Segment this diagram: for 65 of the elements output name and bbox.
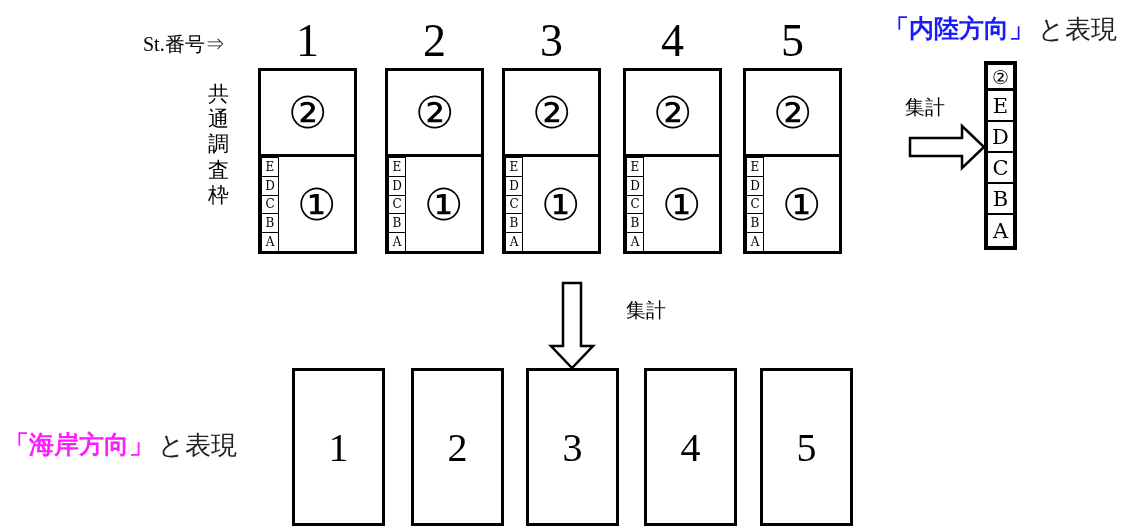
strip-cell: E <box>746 157 764 177</box>
circled-number: ① <box>661 177 702 232</box>
caption-text: と表現 <box>158 429 237 462</box>
station-number: 1 <box>295 15 320 65</box>
aggregate-column <box>984 61 1017 250</box>
block-arrow <box>908 123 986 171</box>
strip-cell: E <box>505 157 523 177</box>
station-number: 3 <box>561 423 584 472</box>
caption-text: と表現 <box>1038 13 1117 46</box>
circled-number: ① <box>423 177 464 232</box>
strip-cell: C <box>505 194 523 215</box>
strip-cell: D <box>505 175 523 196</box>
circled-number: ① <box>781 177 822 232</box>
station-number: 4 <box>679 423 702 472</box>
strip-cell: B <box>505 213 523 234</box>
direction-term: 「内陸方向」 <box>884 13 1034 45</box>
strip-cell: E <box>388 157 406 177</box>
cell-label: A <box>991 217 1010 245</box>
station-number: 2 <box>422 15 447 65</box>
strip-cell: A <box>746 232 764 252</box>
strip-cell: A <box>626 232 644 252</box>
strip-cell: A <box>505 232 523 252</box>
strip-cell: E <box>626 157 644 177</box>
strip-cell: E <box>261 157 279 177</box>
station-number: 1 <box>327 423 350 472</box>
circled-number: ② <box>772 86 813 140</box>
station-box <box>411 368 504 526</box>
station-box <box>644 368 737 526</box>
circled-number: ② <box>414 86 455 140</box>
strip-cell: C <box>261 194 279 215</box>
caption-text: St.番号⇒ <box>143 32 225 57</box>
strip-cell: B <box>388 213 406 234</box>
cell-label: D <box>991 123 1010 151</box>
strip-cell: B <box>261 213 279 234</box>
cell-label: ② <box>991 65 1010 88</box>
cell-label: C <box>991 154 1010 182</box>
strip-cell: D <box>261 175 279 196</box>
circled-number: ② <box>287 86 328 140</box>
block-arrow <box>548 281 596 370</box>
strip-cell: D <box>388 175 406 196</box>
strip-cell: B <box>746 213 764 234</box>
strip-cell: A <box>388 232 406 252</box>
station-number: 3 <box>539 15 564 65</box>
station-number: 5 <box>780 15 805 65</box>
strip-cell: C <box>388 194 406 215</box>
station-box <box>760 368 853 526</box>
station-number: 4 <box>660 15 685 65</box>
station-number: 2 <box>446 423 469 472</box>
station-number: 5 <box>795 423 818 472</box>
cell-label: E <box>991 92 1010 120</box>
vertical-caption: 共通調査枠 <box>208 82 229 208</box>
strip-cell: C <box>626 194 644 215</box>
circled-number: ① <box>296 177 337 232</box>
strip-cell: B <box>626 213 644 234</box>
strip-cell: A <box>261 232 279 252</box>
station-box <box>526 368 619 526</box>
cell-label: B <box>991 185 1010 213</box>
circled-number: ① <box>540 177 581 232</box>
station-box <box>292 368 385 526</box>
direction-term: 「海岸方向」 <box>4 429 154 461</box>
circled-number: ② <box>531 86 572 140</box>
strip-cell: D <box>746 175 764 196</box>
circled-number: ② <box>652 86 693 140</box>
strip-cell: D <box>626 175 644 196</box>
strip-cell: C <box>746 194 764 215</box>
